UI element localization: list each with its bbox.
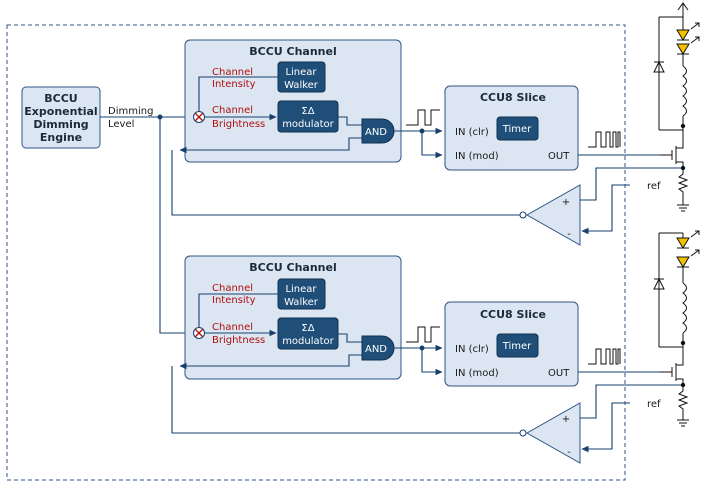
mosfet-icon — [671, 138, 684, 170]
ccu8-slice-2: CCU8 Slice Timer IN (clr) IN (mod) OUT — [444, 301, 579, 387]
ground-icon — [677, 204, 689, 212]
bccu-channel-2: BCCU Channel Channel Intensity Linear Wa… — [184, 255, 402, 380]
comparator-minus: - — [567, 447, 571, 458]
in-mod-label: IN (mod) — [455, 368, 499, 379]
ref-label: ref — [647, 399, 661, 410]
resistor-icon — [677, 170, 689, 205]
and-gate — [361, 118, 395, 144]
led-driver-circuit-1 — [653, 2, 700, 212]
channel-title: BCCU Channel — [249, 261, 337, 274]
slice-title: CCU8 Slice — [480, 91, 546, 104]
diode-icon — [653, 60, 665, 73]
engine-label-4: Engine — [40, 131, 82, 144]
linear-walker-label-2: Walker — [284, 80, 319, 91]
in-clr-label: IN (clr) — [455, 127, 489, 138]
out-label: OUT — [548, 151, 570, 162]
comparator-plus: + — [562, 197, 570, 208]
led-driver-circuit-2 — [653, 230, 700, 427]
inductor-icon — [682, 282, 687, 334]
comparator-minus: - — [567, 229, 571, 240]
channel-brightness-label-1: Channel — [212, 322, 253, 333]
diode-icon — [653, 277, 665, 290]
bccu-channel-1: BCCU Channel Channel Intensity Linear Wa… — [184, 39, 402, 163]
engine-label-1: BCCU — [44, 92, 77, 105]
chip-boundary — [6, 24, 626, 481]
ccu8-slice-1: CCU8 Slice Timer IN (clr) IN (mod) OUT — [444, 85, 579, 171]
resistor-icon — [677, 387, 689, 420]
out-label: OUT — [548, 368, 570, 379]
channel-brightness-label-1: Channel — [212, 105, 253, 116]
supply-arrow-icon — [677, 2, 689, 11]
modulator-label-1: ΣΔ — [301, 106, 314, 117]
dimming-level-wires — [100, 113, 193, 337]
ref-label: ref — [647, 181, 661, 192]
and-gate-label: AND — [365, 344, 387, 355]
channel-title: BCCU Channel — [249, 45, 337, 58]
engine-label-2: Exponential — [24, 105, 97, 118]
modulator-label-2: modulator — [282, 336, 334, 347]
timer-block — [496, 333, 539, 358]
channel-intensity-label-1: Channel — [212, 283, 253, 294]
inductor-icon — [682, 65, 687, 117]
in-clr-label: IN (clr) — [455, 344, 489, 355]
modulator-label-2: modulator — [282, 119, 334, 130]
led-icon-2 — [676, 256, 690, 268]
comparator-1: + - ref — [171, 150, 683, 246]
timer-label: Timer — [502, 124, 532, 135]
timer-block — [496, 116, 539, 141]
in-mod-label: IN (mod) — [455, 151, 499, 162]
linear-walker-label-1: Linear — [285, 67, 317, 78]
dimming-label-1: Dimming — [108, 106, 153, 117]
channel-intensity-label-2: Intensity — [212, 79, 256, 90]
led-icon-2 — [676, 43, 690, 55]
comparator-2: + - ref — [171, 366, 683, 464]
engine-label-3: Dimming — [33, 118, 88, 131]
ground-icon — [677, 419, 689, 427]
modulator-label-1: ΣΔ — [301, 323, 314, 334]
channel-brightness-label-2: Brightness — [212, 335, 265, 346]
multiply-icon — [194, 112, 204, 122]
and-gate-label: AND — [365, 127, 387, 138]
clr-waveform — [406, 326, 440, 343]
and-gate — [361, 335, 395, 361]
led-icon-1 — [676, 29, 690, 41]
timer-label: Timer — [502, 341, 532, 352]
slice-title: CCU8 Slice — [480, 308, 546, 321]
led-icon-1 — [676, 237, 690, 249]
dimming-label-2: Level — [108, 119, 134, 130]
pwm-waveform — [588, 348, 621, 365]
linear-walker-label-1: Linear — [285, 284, 317, 295]
clr-waveform — [406, 109, 440, 126]
channel-1-wires — [179, 109, 443, 159]
dimming-engine: BCCU Exponential Dimming Engine — [21, 86, 101, 149]
mosfet-icon — [671, 355, 684, 387]
multiply-icon — [194, 328, 204, 338]
linear-walker-label-2: Walker — [284, 297, 319, 308]
channel-intensity-label-2: Intensity — [212, 295, 256, 306]
channel-brightness-label-2: Brightness — [212, 119, 265, 130]
channel-intensity-label-1: Channel — [212, 67, 253, 78]
pwm-waveform — [588, 131, 621, 148]
channel-2-wires — [179, 326, 443, 376]
comparator-plus: + — [562, 414, 570, 425]
